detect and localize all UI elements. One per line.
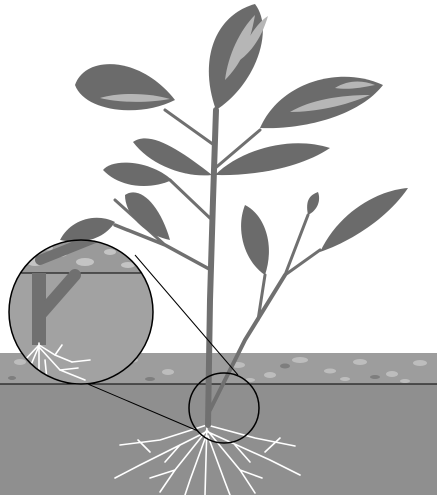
leaf-small-left <box>103 163 172 186</box>
leaves <box>60 4 408 275</box>
leaf-mid-right <box>215 143 330 175</box>
leaf-right-lower <box>241 205 269 275</box>
leaf-upper-left <box>75 64 175 110</box>
leaf-far-right <box>320 188 408 252</box>
